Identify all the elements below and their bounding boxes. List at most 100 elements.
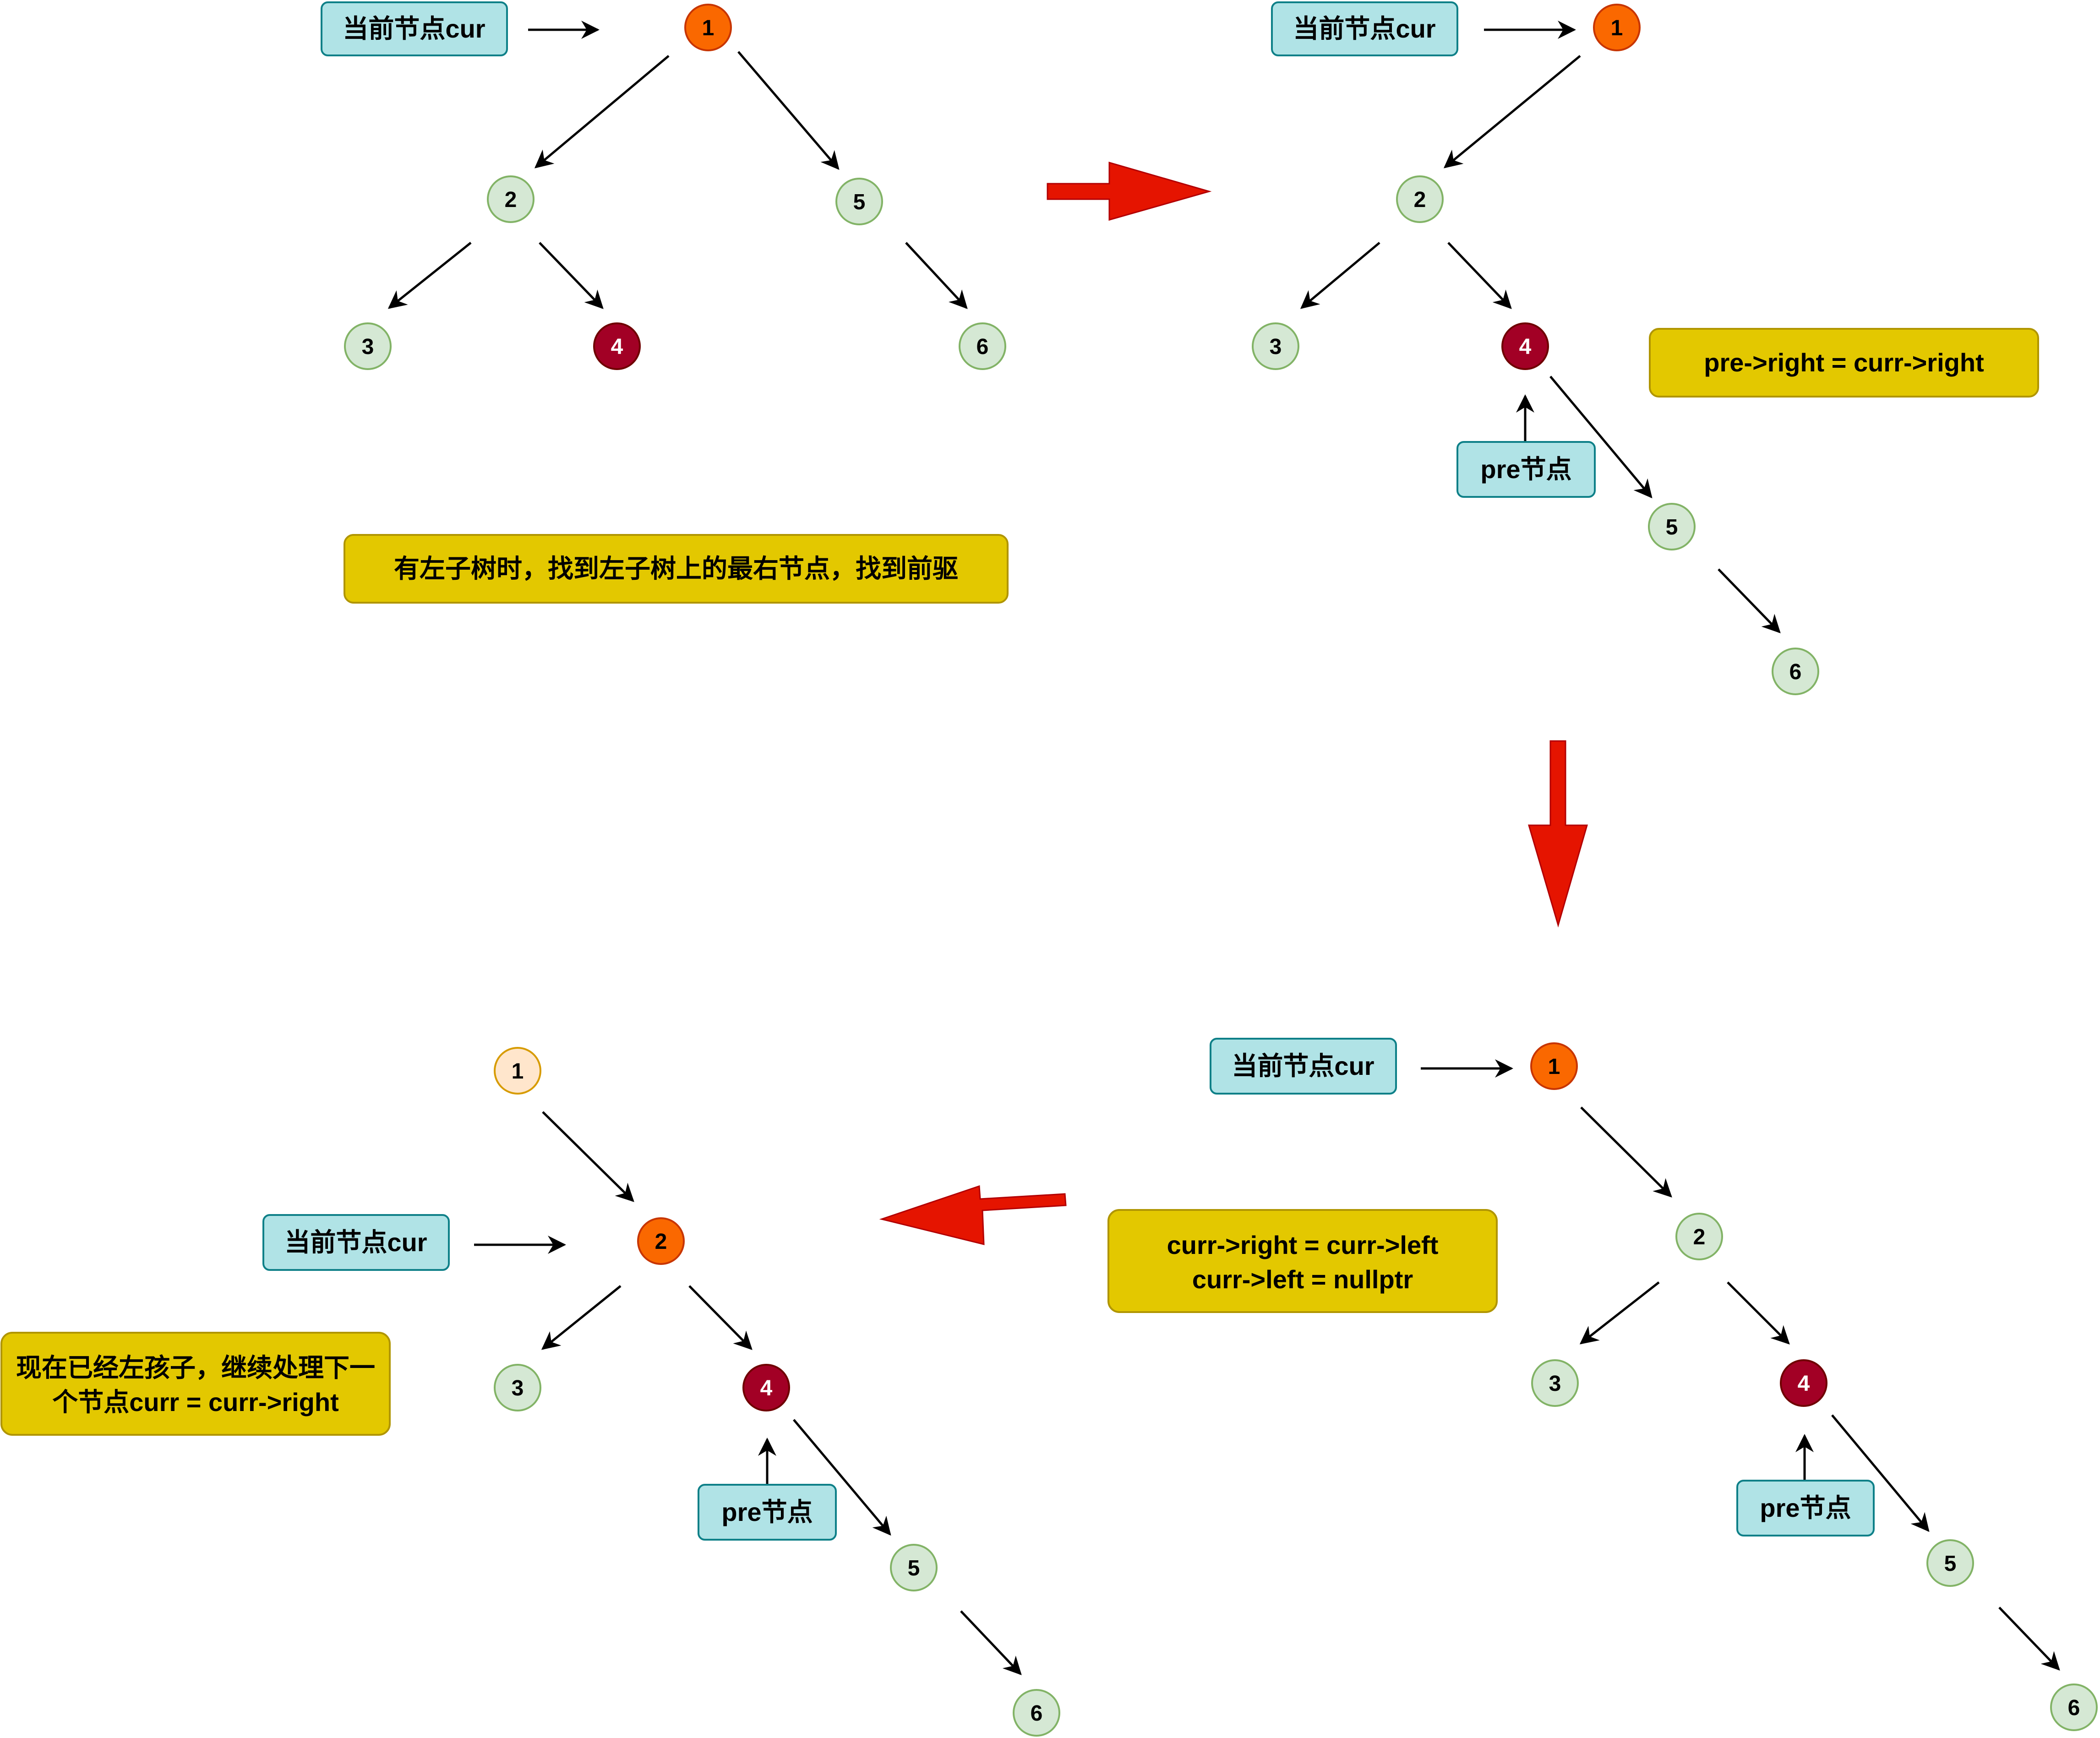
edge-5-6 <box>960 1610 1022 1675</box>
explanation-note: 现在已经左孩子，继续处理下一 个节点curr = curr->right <box>0 1332 391 1436</box>
svg-text:3: 3 <box>1270 335 1282 359</box>
transition-arrow-left <box>879 1185 1067 1245</box>
tree-node-5: 5 <box>1648 503 1696 550</box>
tree-node-5: 5 <box>835 178 883 225</box>
tree-node-4: 4 <box>593 322 641 370</box>
transition-arrow-down <box>1527 740 1588 928</box>
edge-4-5 <box>1831 1414 1930 1532</box>
edge-2-3 <box>1300 242 1380 309</box>
transition-arrow-right <box>1047 162 1212 221</box>
edge-4-5 <box>1549 376 1653 499</box>
svg-text:pre节点: pre节点 <box>721 1498 813 1526</box>
svg-text:当前节点cur: 当前节点cur <box>284 1228 427 1257</box>
svg-text:2: 2 <box>655 1230 667 1254</box>
tree-node-3: 3 <box>1531 1359 1579 1407</box>
edge-4-5 <box>793 1419 891 1536</box>
cur-label-box: 当前节点cur <box>262 1214 450 1271</box>
svg-text:4: 4 <box>1798 1372 1810 1396</box>
cur-label-box: 当前节点cur <box>1210 1038 1397 1095</box>
edge-1-2 <box>534 55 670 169</box>
step4-panel: 1 2 3 4 5 6 当前节点cur pre节点 <box>0 1047 1060 1737</box>
edge-1-2 <box>542 1111 634 1202</box>
edge-2-3 <box>541 1285 622 1350</box>
tree-node-4: 4 <box>1501 322 1549 370</box>
edge-1-5 <box>737 51 840 170</box>
tree-node-1: 1 <box>494 1047 541 1095</box>
svg-text:5: 5 <box>1666 515 1678 539</box>
edge-2-4 <box>688 1285 753 1350</box>
svg-text:curr->right = curr->left: curr->right = curr->left <box>1167 1231 1439 1259</box>
svg-text:当前节点cur: 当前节点cur <box>1232 1052 1374 1080</box>
step1-panel: 1 2 5 3 4 6 当前节点cur 有左子树时，找到左子树上的 <box>321 1 1009 604</box>
step3-panel: 1 2 3 4 5 6 当前节点cur pre节点 <box>1107 1038 2098 1731</box>
edge-2-3 <box>1579 1281 1660 1345</box>
tree-node-4: 4 <box>1780 1359 1827 1407</box>
edge-5-6 <box>1998 1607 2060 1671</box>
edge-5-6 <box>1718 568 1781 633</box>
cur-label-box: 当前节点cur <box>321 1 508 56</box>
svg-text:有左子树时，找到左子树上的最右节点，找到前驱: 有左子树时，找到左子树上的最右节点，找到前驱 <box>394 554 958 583</box>
pre-label-box: pre节点 <box>1736 1480 1875 1536</box>
edge-2-4 <box>539 242 604 309</box>
svg-text:2: 2 <box>1693 1225 1706 1249</box>
tree-node-6: 6 <box>1772 648 1819 695</box>
tree-node-2: 2 <box>637 1217 685 1265</box>
svg-text:1: 1 <box>702 16 715 40</box>
svg-text:当前节点cur: 当前节点cur <box>1293 14 1435 43</box>
cur-label-box: 当前节点cur <box>1271 1 1458 56</box>
pre-label-box: pre节点 <box>1456 441 1596 498</box>
tree-node-2: 2 <box>1396 175 1444 223</box>
tree-node-5: 5 <box>1926 1539 1974 1587</box>
tree-node-1: 1 <box>1593 4 1641 51</box>
edge-2-4 <box>1447 242 1512 309</box>
tree-node-3: 3 <box>1252 322 1299 370</box>
tree-node-2: 2 <box>487 175 535 223</box>
svg-text:1: 1 <box>1548 1055 1560 1079</box>
tree-node-1: 1 <box>1530 1042 1578 1090</box>
edge-5-6 <box>905 242 968 309</box>
svg-text:2: 2 <box>1414 188 1426 212</box>
svg-text:6: 6 <box>1031 1701 1043 1726</box>
svg-text:2: 2 <box>505 188 517 212</box>
edge-1-2 <box>1443 55 1581 169</box>
svg-text:3: 3 <box>1549 1372 1561 1396</box>
edge-2-4 <box>1727 1281 1790 1345</box>
svg-text:5: 5 <box>853 190 866 214</box>
svg-text:1: 1 <box>512 1059 524 1084</box>
svg-text:4: 4 <box>1519 335 1532 359</box>
svg-text:4: 4 <box>760 1376 773 1400</box>
svg-text:curr->left = nullptr: curr->left = nullptr <box>1192 1265 1413 1294</box>
tree-node-1: 1 <box>684 4 732 51</box>
svg-text:5: 5 <box>908 1556 920 1580</box>
step2-panel: 1 2 3 4 5 6 当前节点cur pre节点 <box>1252 1 2039 695</box>
edge-2-3 <box>387 242 472 309</box>
svg-text:pre节点: pre节点 <box>1480 455 1571 484</box>
explanation-note: pre->right = curr->right <box>1649 328 2039 398</box>
explanation-note: curr->right = curr->left curr->left = nu… <box>1107 1209 1498 1313</box>
svg-text:个节点curr = curr->right: 个节点curr = curr->right <box>52 1388 338 1417</box>
edge-1-2 <box>1580 1106 1672 1198</box>
tree-node-6: 6 <box>1013 1689 1060 1737</box>
svg-text:当前节点cur: 当前节点cur <box>343 14 485 43</box>
svg-text:3: 3 <box>362 335 374 359</box>
svg-text:3: 3 <box>512 1376 524 1400</box>
tree-node-3: 3 <box>494 1364 541 1411</box>
tree-node-6: 6 <box>2050 1684 2098 1731</box>
svg-text:现在已经左孩子，继续处理下一: 现在已经左孩子，继续处理下一 <box>16 1353 375 1382</box>
svg-text:pre->right = curr->right: pre->right = curr->right <box>1704 348 1984 377</box>
tree-node-5: 5 <box>890 1544 938 1591</box>
tree-node-6: 6 <box>959 322 1006 370</box>
svg-text:6: 6 <box>2068 1696 2080 1720</box>
svg-text:5: 5 <box>1944 1552 1957 1576</box>
tree-node-4: 4 <box>742 1364 790 1411</box>
tree-node-2: 2 <box>1675 1213 1723 1260</box>
tree-node-3: 3 <box>344 322 392 370</box>
svg-text:4: 4 <box>611 335 623 359</box>
svg-text:6: 6 <box>976 335 989 359</box>
svg-text:pre节点: pre节点 <box>1760 1493 1851 1522</box>
pre-label-box: pre节点 <box>698 1484 837 1541</box>
svg-text:6: 6 <box>1789 660 1802 684</box>
explanation-note: 有左子树时，找到左子树上的最右节点，找到前驱 <box>344 534 1009 604</box>
svg-text:1: 1 <box>1611 16 1623 40</box>
